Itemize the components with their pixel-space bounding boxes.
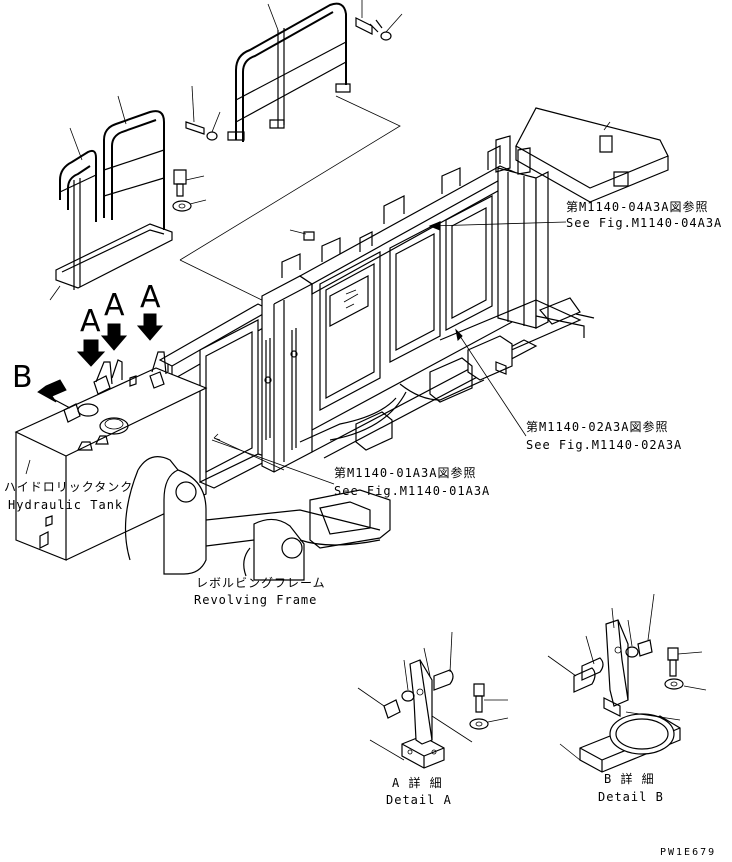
view-marker-b: B xyxy=(12,360,33,395)
view-marker-a-1: A xyxy=(80,304,101,339)
roof-panel xyxy=(495,107,669,203)
detail-b-title-jp: B 詳 細 xyxy=(604,772,655,786)
detail-b-title-en: Detail B xyxy=(598,790,664,804)
ref-02a3a-en: See Fig.M1140-02A3A xyxy=(526,438,683,452)
floor-rails xyxy=(299,297,595,451)
top-handrail xyxy=(227,2,351,142)
bolt-set-top xyxy=(185,0,403,141)
ref-04a3a-jp: 第M1140-04A3A図参照 xyxy=(566,200,709,214)
drawing-number: PW1E679 xyxy=(660,847,717,858)
tank-brackets xyxy=(95,351,167,385)
revolving-frame xyxy=(124,433,391,581)
leader-lines xyxy=(211,221,567,485)
view-marker-a-3: A xyxy=(140,280,161,315)
detail-a-drawing xyxy=(357,631,509,769)
detail-a-title-jp: A 詳 細 xyxy=(392,776,443,790)
main-frame xyxy=(158,145,549,489)
revolving-frame-en: Revolving Frame xyxy=(194,593,318,607)
revolving-frame-jp: レボルビングフレーム xyxy=(196,576,326,590)
bolt-set-left xyxy=(172,169,207,212)
view-arrows xyxy=(37,313,164,409)
detail-b-drawing xyxy=(547,593,707,773)
ref-01a3a-en: See Fig.M1140-01A3A xyxy=(334,484,491,498)
ref-02a3a-jp: 第M1140-02A3A図参照 xyxy=(526,420,669,434)
mounting-plane-outline xyxy=(179,95,401,305)
hydraulic-tank xyxy=(14,367,208,561)
ref-04a3a-en: See Fig.M1140-04A3A xyxy=(566,216,723,230)
left-handrails xyxy=(49,95,173,301)
hydraulic-tank-en: Hydraulic Tank xyxy=(8,498,124,512)
ref-01a3a-jp: 第M1140-01A3A図参照 xyxy=(334,466,477,480)
detail-a-title-en: Detail A xyxy=(386,793,452,807)
view-marker-a-2: A xyxy=(104,288,125,323)
hydraulic-tank-jp: ハイドロリックタンク xyxy=(4,480,134,494)
